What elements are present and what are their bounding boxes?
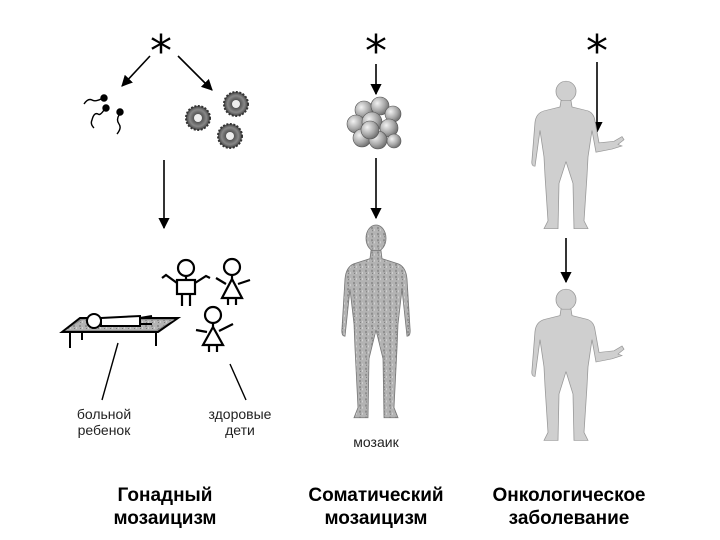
child-figure-girl-2 <box>196 307 233 352</box>
label-mosaic: мозаик <box>336 434 416 450</box>
pointer-healthy-children <box>230 364 246 400</box>
body-figure-after <box>532 289 624 440</box>
label-sick-child: больной ребенок <box>56 406 152 438</box>
body-figure-before <box>532 81 624 228</box>
mutation-star-oncology: * <box>586 30 608 74</box>
egg-cells-icon <box>186 92 248 148</box>
child-figure-girl <box>216 259 250 305</box>
somatic-column <box>342 64 410 418</box>
caption-somatic-mosaicism: Соматический мозаицизм <box>296 484 456 530</box>
arrow-to-sperm <box>122 56 150 86</box>
pointer-sick-child <box>102 343 118 400</box>
child-figure-boy <box>162 260 210 306</box>
label-healthy-children: здоровые дети <box>192 406 288 438</box>
mutation-star-somatic: * <box>365 30 387 74</box>
mutation-star-gonadal: * <box>150 30 172 74</box>
mosaic-body-figure <box>342 225 410 418</box>
caption-gonadal-mosaicism: Гонадный мозаицизм <box>90 484 240 530</box>
arrow-to-eggs <box>178 56 212 90</box>
caption-oncological-disease: Онкологическое заболевание <box>474 484 664 530</box>
sick-child-in-bed <box>62 314 178 348</box>
oncology-column <box>532 62 624 440</box>
morula-embryo-icon <box>347 97 401 149</box>
sperm-icon <box>84 95 123 134</box>
gonadal-column <box>62 56 250 400</box>
